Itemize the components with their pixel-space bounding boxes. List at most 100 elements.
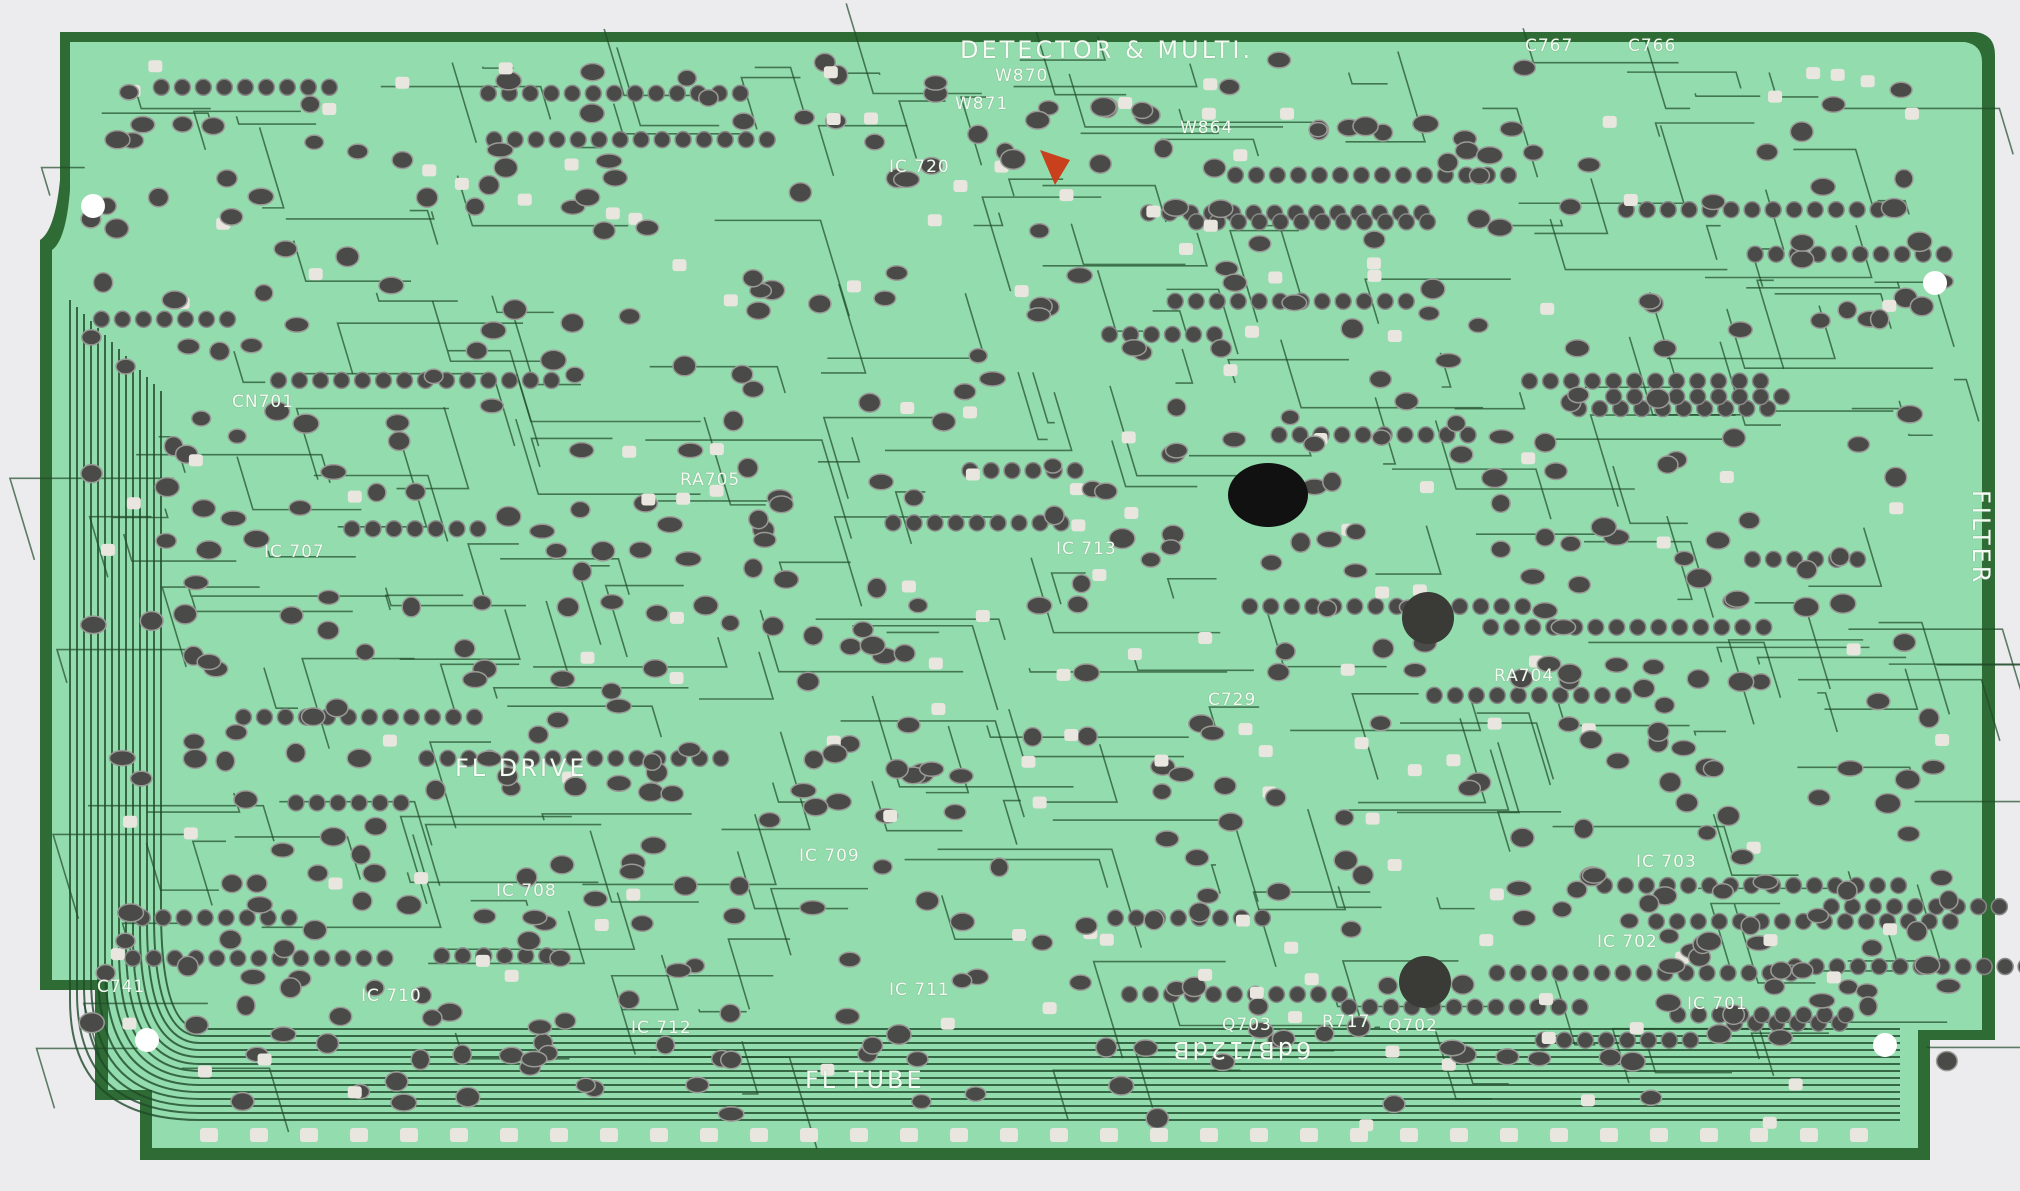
test-pad (1118, 96, 1133, 109)
solder-joint (1417, 426, 1435, 444)
solder-joint (1313, 292, 1331, 311)
trace (1627, 71, 1742, 89)
trace (1476, 712, 1552, 786)
solder-joint (947, 514, 965, 532)
solder-joint (1653, 696, 1676, 715)
solder-joint (1555, 1031, 1574, 1049)
solder-joint (599, 593, 625, 611)
trace (1824, 668, 1919, 710)
test-pad (1059, 189, 1074, 202)
connector-pad (1300, 1128, 1318, 1142)
trace (1654, 122, 1755, 137)
trace (1375, 525, 1442, 575)
solder-joint (1670, 739, 1697, 757)
connector-pad (300, 1128, 318, 1142)
solder-joint (364, 520, 382, 538)
solder-joint (1225, 985, 1244, 1004)
solder-joint (1523, 618, 1542, 636)
solder-joint (1774, 1006, 1792, 1024)
solder-joint (741, 380, 765, 399)
solder-joint (716, 130, 734, 149)
trace (589, 830, 699, 903)
trace (1160, 138, 1260, 157)
trace (1709, 902, 1781, 974)
solder-joint (319, 826, 347, 847)
trace (822, 416, 949, 499)
trace (399, 609, 521, 661)
solder-joint (1373, 166, 1392, 184)
trace (1400, 722, 1555, 780)
solder-joint (1322, 471, 1343, 493)
solder-joint (234, 708, 253, 726)
solder-joint (279, 606, 304, 625)
solder-joint (578, 103, 606, 124)
solder-joint (1512, 909, 1537, 927)
solder-joint (1753, 1006, 1771, 1024)
solder-joint (439, 749, 457, 768)
test-pad (1092, 569, 1107, 582)
solder-joint (1646, 372, 1665, 390)
solder-joint (1896, 404, 1924, 424)
trace (191, 840, 227, 906)
solder-joint (1153, 138, 1174, 159)
solder-joint (1652, 339, 1678, 358)
trace (871, 780, 963, 832)
solder-joint (1864, 897, 1883, 916)
solder-joint (1764, 550, 1783, 569)
solder-joint (1657, 957, 1686, 975)
solder-joint (1846, 435, 1871, 454)
solder-joint (1795, 1006, 1813, 1024)
test-pad (1446, 754, 1461, 767)
solder-joint (455, 1086, 481, 1108)
solder-joint (1843, 897, 1862, 916)
solder-joint (432, 947, 451, 965)
solder-joint (152, 78, 171, 97)
test-pad (308, 268, 323, 281)
solder-joint (1836, 912, 1855, 931)
solder-joint (92, 271, 114, 294)
connector-pad (1800, 1128, 1818, 1142)
trace (1808, 527, 1883, 588)
label-ic702: IC 702 (1597, 932, 1658, 952)
solder-joint (1680, 200, 1698, 219)
solder-joint (385, 520, 403, 538)
solder-joint (953, 383, 977, 401)
solder-joint (498, 1046, 525, 1065)
solder-joint (1836, 759, 1864, 777)
solder-joint (1531, 602, 1559, 620)
solder-joint (748, 509, 769, 530)
trace (1347, 72, 1388, 85)
solder-joint (1221, 431, 1247, 448)
solder-joint (565, 749, 583, 768)
solder-joint (1211, 909, 1230, 927)
solder-joint (273, 240, 298, 258)
solder-joint (1795, 559, 1818, 580)
solder-joint (712, 749, 730, 768)
solder-joint (788, 181, 813, 203)
trace (1364, 278, 1511, 324)
solder-joint (863, 133, 886, 151)
test-pad (422, 164, 437, 177)
solder-joint (1499, 120, 1525, 138)
solder-joint (1108, 527, 1136, 550)
trace (492, 686, 689, 699)
trace (295, 407, 449, 480)
solder-joint (685, 1076, 710, 1094)
solder-joint (1673, 550, 1695, 567)
solder-joint (761, 616, 785, 637)
solder-joint (1317, 599, 1338, 618)
trace (1258, 886, 1347, 911)
solder-joint (1654, 993, 1682, 1013)
connector-pad (1700, 1128, 1718, 1142)
connector-pad (400, 1128, 418, 1142)
solder-joint (1892, 632, 1917, 652)
solder-joint (300, 707, 326, 727)
solder-joint (1480, 467, 1509, 489)
solder-joint (586, 749, 604, 768)
solder-joint (579, 62, 606, 82)
trace (285, 211, 435, 220)
trace (456, 175, 629, 227)
solder-joint (1331, 166, 1350, 184)
solder-joint (626, 84, 645, 103)
solder-joint (1268, 166, 1287, 184)
